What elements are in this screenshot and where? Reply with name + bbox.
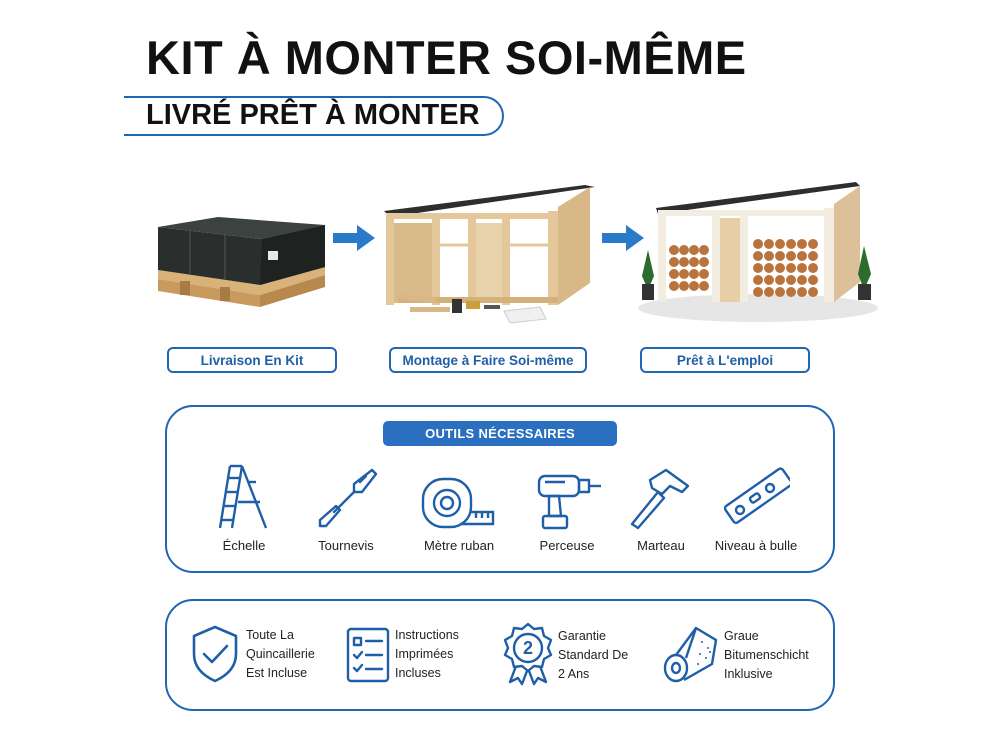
ladder-icon [218, 464, 268, 529]
tools-header: OUTILS NÉCESSAIRES [383, 421, 617, 446]
page-subtitle: LIVRÉ PRÊT À MONTER [146, 99, 480, 131]
tool-label-ladder: Échelle [222, 538, 266, 553]
tool-label-tape-measure: Mètre ruban [423, 538, 495, 553]
assembly-image [384, 185, 595, 324]
tool-label-spirit-level: Niveau à bulle [714, 538, 798, 553]
kit-pallet-image [158, 217, 325, 307]
feature-text-warranty: Garantie Standard De 2 Ans [558, 629, 629, 681]
spirit-level-icon [723, 467, 790, 524]
step-label-assembly: Montage à Faire Soi-même [389, 347, 587, 373]
hammer-icon [630, 468, 690, 530]
drill-icon [537, 474, 601, 530]
warranty-badge-number: 2 [523, 638, 533, 658]
arrow-right-icon [602, 225, 644, 251]
tool-label-drill: Perceuse [539, 538, 595, 553]
page-title: KIT À MONTER SOI-MÊME [146, 31, 747, 84]
finished-shed-image [638, 182, 878, 322]
tape-measure-icon [421, 477, 495, 529]
document-checklist-icon [346, 627, 390, 683]
step-label-ready: Prêt à L'emploi [640, 347, 810, 373]
screwdriver-icon [318, 468, 378, 528]
feature-text-instructions: Instructions Imprimées Incluses [395, 628, 459, 680]
tool-label-hammer: Marteau [637, 538, 685, 553]
shield-check-icon [192, 625, 238, 683]
subtitle-frame [124, 96, 504, 136]
arrow-right-icon [333, 225, 375, 251]
warranty-badge-icon: 2 [503, 622, 553, 686]
feature-text-hardware: Toute La Quincaillerie Est Incluse [246, 628, 315, 680]
step-label-delivery: Livraison En Kit [167, 347, 337, 373]
feature-text-bitumen: Graue Bitumenschicht Inklusive [724, 629, 809, 681]
tools-panel [165, 405, 835, 573]
tool-label-screwdriver: Tournevis [318, 538, 374, 553]
features-panel [165, 599, 835, 711]
roll-icon [663, 626, 718, 683]
